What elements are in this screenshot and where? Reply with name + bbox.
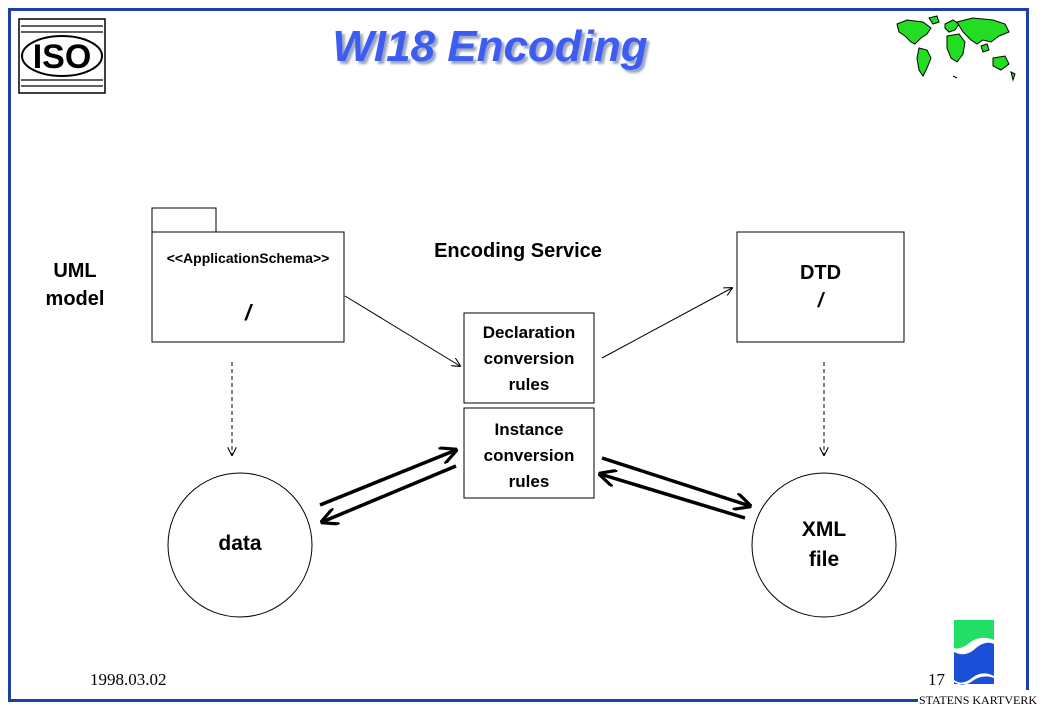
world-map-icon xyxy=(896,15,1016,82)
slide-page-number: 17 xyxy=(928,670,945,689)
encoding-service-label: Encoding Service xyxy=(434,240,602,262)
application-schema-package xyxy=(151,231,345,343)
uml-model-label: UML model xyxy=(30,257,120,313)
slide-date: 1998.03.02 xyxy=(90,670,167,689)
dtd-label-line-2: / xyxy=(817,290,824,312)
declaration-rules-box xyxy=(463,312,595,404)
data-circle xyxy=(167,472,313,618)
statens-kartverk-logo-text: STATENS KARTVERK xyxy=(919,693,1037,707)
iso-logo: ISO xyxy=(18,18,106,94)
statens-kartverk-logo: STATENS KARTVERK xyxy=(918,620,1038,712)
dtd-box xyxy=(736,231,905,343)
uml-model-label-line-1: UML xyxy=(53,260,97,282)
dtd-label: DTD / xyxy=(737,259,904,315)
xml-file-circle xyxy=(751,472,897,618)
data-label: data xyxy=(218,532,262,555)
slide-title: WI18 Encoding xyxy=(332,22,648,71)
declaration-to-dtd-arrow xyxy=(601,288,732,359)
uml-model-label-line-2: model xyxy=(45,288,105,310)
instance-rules-line-2: conversion xyxy=(483,446,575,465)
application-schema-package-tab xyxy=(151,207,217,233)
instance-to-xml-arrow xyxy=(601,456,750,506)
xml-file-label: XML file xyxy=(752,515,896,575)
dtd-label-line-1: DTD xyxy=(799,262,842,284)
instance-rules-label: Instance conversion rules xyxy=(464,417,594,495)
declaration-rules-line-3: rules xyxy=(508,375,550,394)
xml-file-label-line-1: XML xyxy=(801,518,847,541)
schema-to-declaration-arrow xyxy=(344,295,460,366)
instance-rules-line-1: Instance xyxy=(494,420,564,439)
instance-rules-box xyxy=(463,407,595,499)
xml-file-label-line-2: file xyxy=(808,548,840,571)
xml-to-instance-arrow xyxy=(600,474,746,520)
iso-logo-text: ISO xyxy=(33,38,92,76)
instance-to-data-arrow xyxy=(322,464,457,522)
declaration-rules-line-2: conversion xyxy=(483,349,575,368)
declaration-rules-label: Declaration conversion rules xyxy=(464,320,594,398)
instance-rules-line-3: rules xyxy=(508,472,550,491)
application-schema-name: / xyxy=(244,300,252,325)
slide-frame xyxy=(8,8,1029,702)
data-to-instance-arrow xyxy=(319,450,456,507)
application-schema-stereotype: <<ApplicationSchema>> xyxy=(166,250,330,266)
declaration-rules-line-1: Declaration xyxy=(482,323,576,342)
